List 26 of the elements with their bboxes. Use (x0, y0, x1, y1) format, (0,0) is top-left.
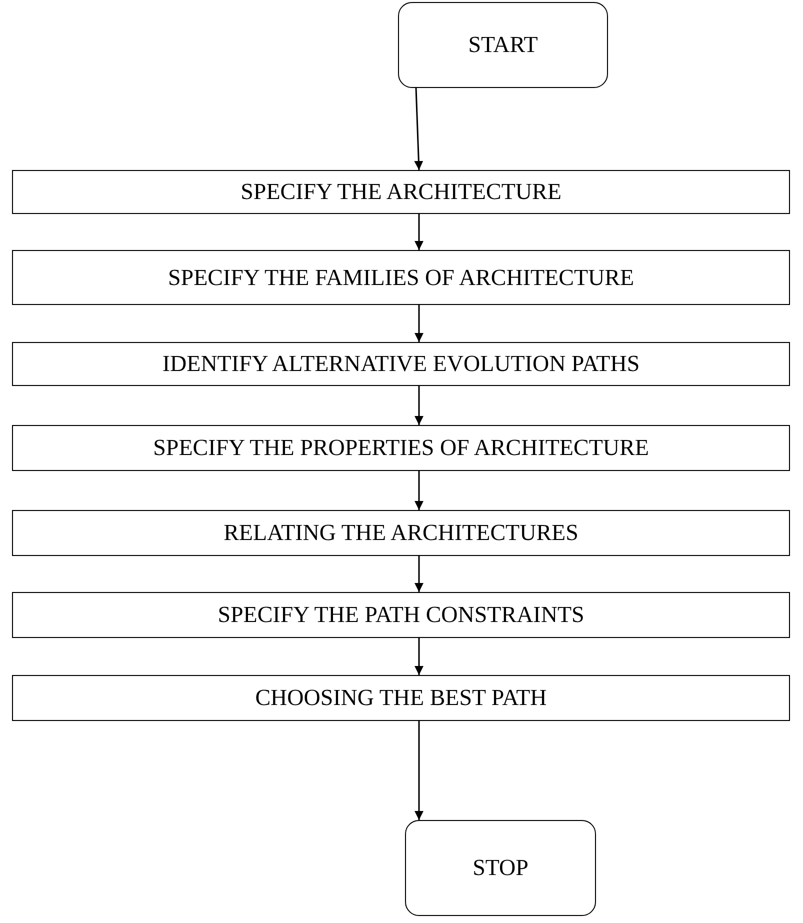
arrow (414, 214, 424, 250)
step-label: CHOOSING THE BEST PATH (255, 685, 547, 711)
process-box (12, 170, 790, 214)
arrow (414, 556, 424, 592)
arrow (414, 721, 424, 820)
step-label: IDENTIFY ALTERNATIVE EVOLUTION PATHS (162, 351, 640, 377)
step-label: RELATING THE ARCHITECTURES (224, 520, 578, 546)
process-box (12, 250, 790, 305)
process-box (12, 675, 790, 721)
step-label: SPECIFY THE PATH CONSTRAINTS (218, 602, 584, 628)
process-box (12, 342, 790, 386)
arrow (414, 638, 424, 675)
arrow (414, 471, 424, 510)
process-box (12, 592, 790, 638)
arrow (414, 88, 424, 170)
arrow (414, 386, 424, 425)
terminal-box (405, 820, 596, 916)
step-label: SPECIFY THE PROPERTIES OF ARCHITECTURE (153, 435, 649, 461)
step-label: SPECIFY THE ARCHITECTURE (240, 179, 562, 205)
step-label: START (468, 32, 538, 58)
terminal-box (398, 2, 608, 88)
step-label: SPECIFY THE FAMILIES OF ARCHITECTURE (168, 264, 634, 290)
process-box (12, 510, 790, 556)
process-box (12, 425, 790, 471)
arrow (414, 305, 424, 342)
step-label: STOP (472, 855, 528, 881)
